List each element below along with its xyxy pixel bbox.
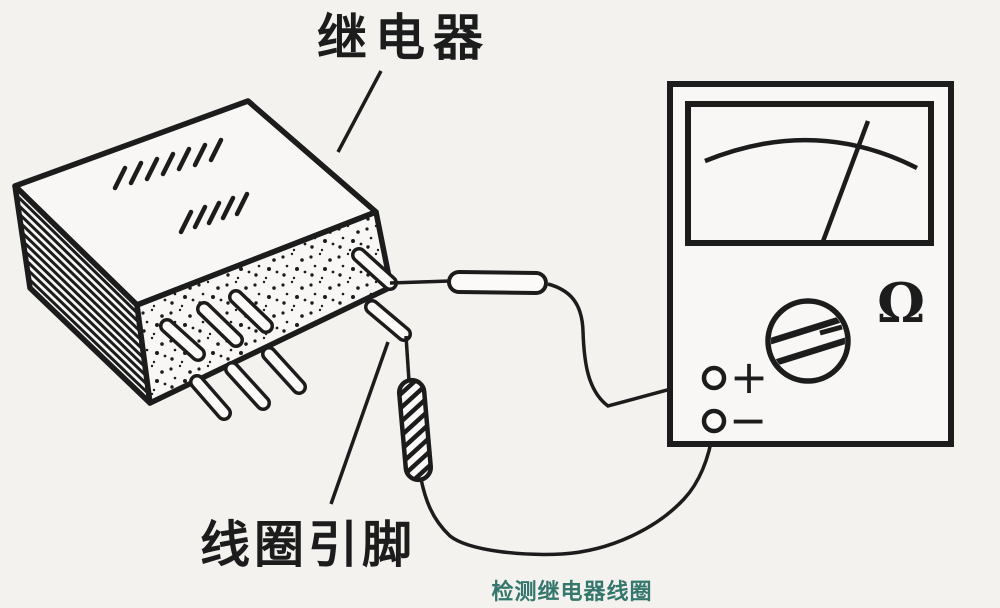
relay-pin <box>189 374 232 421</box>
figure-caption: 检测继电器线圈 <box>491 579 652 605</box>
probe-tip-upper <box>389 279 451 285</box>
relay-leader-line <box>336 70 383 153</box>
range-knob <box>765 298 851 384</box>
relay-pin <box>228 289 274 334</box>
meter-scale-arc <box>704 137 919 171</box>
ohm-symbol: Ω <box>877 271 925 335</box>
relay-left-hatch <box>15 194 151 396</box>
minus-terminal <box>701 408 727 434</box>
coil-pin-lower <box>364 299 412 342</box>
meter-needle <box>819 120 871 245</box>
minus-sign: − <box>729 393 768 447</box>
coil-pin-leader-line <box>329 341 390 505</box>
probe-wire-upper <box>547 282 705 408</box>
plus-sign: + <box>730 350 769 404</box>
relay-vent-slits <box>112 137 250 235</box>
relay-pins <box>159 247 412 421</box>
test-probe-upper <box>389 270 548 295</box>
relay <box>12 98 412 421</box>
meter-display <box>685 101 934 246</box>
test-probe-lower <box>396 377 434 483</box>
relay-label: 继电器 <box>317 8 491 67</box>
plus-terminal <box>701 365 727 391</box>
multimeter: Ω + − <box>667 81 954 447</box>
probe-wire-lower <box>419 430 715 557</box>
relay-pin <box>224 361 271 411</box>
coil-pin-upper <box>351 247 398 291</box>
relay-pin <box>261 346 307 395</box>
coil-pin-label: 线圈引脚 <box>200 515 416 574</box>
probe-tip-lower <box>404 335 411 382</box>
relay-pin <box>196 301 244 348</box>
relay-pin <box>159 318 206 362</box>
